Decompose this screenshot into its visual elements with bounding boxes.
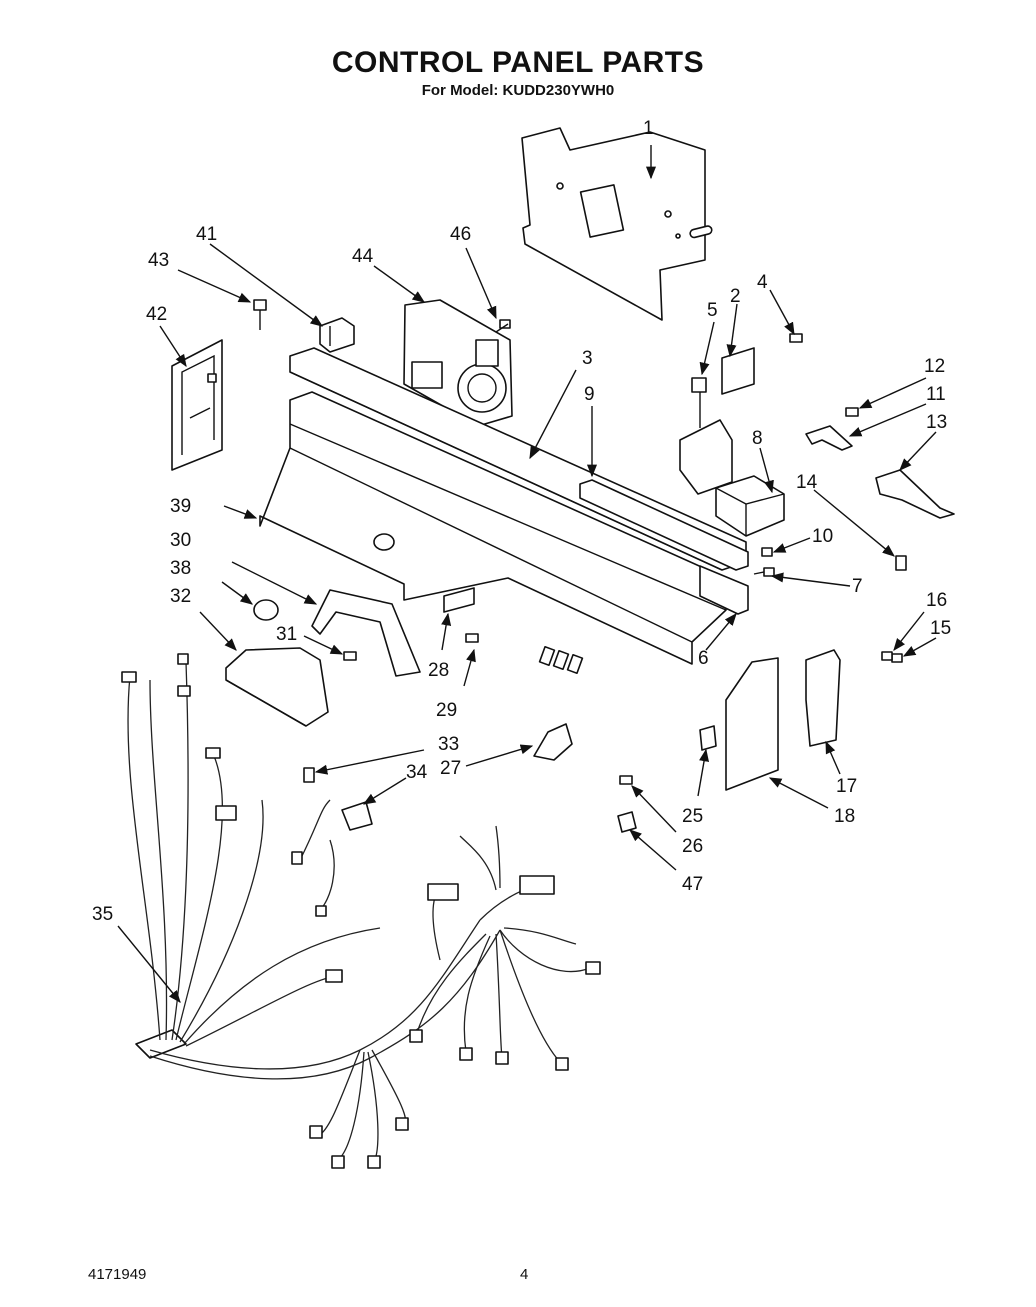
callout-43: 43 [148,250,169,271]
part-4-screw [789,333,803,343]
part-26-screw [619,775,633,785]
callout-4: 4 [757,272,768,293]
callout-13: 13 [926,412,947,433]
page-number: 4 [520,1266,529,1283]
part-41-bracket [319,317,355,353]
part-2-bracket [721,347,755,395]
callout-30: 30 [170,530,191,551]
part-38-button [253,599,279,621]
callout-12: 12 [924,356,945,377]
part-32-handle [225,647,329,727]
callout-6: 6 [698,648,709,669]
part-11-clip [805,425,853,451]
part-30-bracket [311,589,421,677]
callout-29: 29 [436,700,457,721]
part-46-screw [495,319,511,333]
callout-34: 34 [406,762,428,783]
part-1-shield-plate [521,127,713,321]
part-25-clip [699,725,717,751]
callout-46: 46 [450,224,471,245]
part-27-wedge [533,723,573,761]
callout-41: 41 [196,224,217,245]
callout-16: 16 [926,590,947,611]
callout-42: 42 [146,304,167,325]
part-13-latch [875,469,955,519]
part-34-clip [341,801,373,831]
callout-35: 35 [92,904,113,925]
part-31-screw [343,651,357,661]
callout-18: 18 [834,806,855,827]
callout-27: 27 [440,758,461,779]
callout-39: 39 [170,496,191,517]
part-7-screw [753,567,775,577]
part-16-screw [881,651,893,661]
doc-number: 4171949 [88,1266,147,1283]
callout-3: 3 [582,348,593,369]
part-9-channel [579,479,749,571]
callout-2: 2 [730,286,741,307]
callout-5: 5 [707,300,718,321]
callout-32: 32 [170,586,191,607]
part-15-screw [891,653,903,663]
part-29-screw [465,633,479,643]
part-42-left-end-cap [171,339,223,471]
callout-9: 9 [584,384,595,405]
part-14-screw [895,555,907,571]
page-title: CONTROL PANEL PARTS [331,46,705,79]
callout-38: 38 [170,558,191,579]
part-18-right-end-cap [725,657,779,791]
part-8-connector-block [715,475,785,537]
part-35-wire-harness [121,653,601,1169]
callout-7: 7 [852,576,863,597]
part-33-screw [303,767,315,783]
callout-8: 8 [752,428,763,449]
callout-31: 31 [276,624,297,645]
callout-17: 17 [836,776,857,797]
callout-15: 15 [930,618,951,639]
callout-10: 10 [812,526,833,547]
part-12-screw [845,407,859,417]
part-5-switch [679,377,733,495]
callout-25: 25 [682,806,703,827]
switch-tabs [538,645,584,675]
part-44-timer [403,299,513,427]
callout-14: 14 [796,472,818,493]
model-subtitle: For Model: KUDD230YWH0 [421,82,615,99]
callout-11: 11 [926,384,946,405]
callout-1: 1 [643,118,654,139]
button-disc [373,533,395,551]
leader-lines [117,145,937,1003]
part-28-clip [443,587,475,613]
part-10-screw [761,547,773,557]
callout-labels: 1 2 3 4 5 6 7 8 9 10 11 12 13 14 15 16 1… [92,118,951,925]
part-17-bracket [805,649,841,747]
part-6-bracket [699,565,749,615]
callout-44: 44 [352,246,374,267]
callout-26: 26 [682,836,703,857]
callout-33: 33 [438,734,459,755]
part-47-clip [617,811,637,833]
part-43-screw [253,299,267,330]
callout-47: 47 [682,874,703,895]
callout-28: 28 [428,660,449,681]
